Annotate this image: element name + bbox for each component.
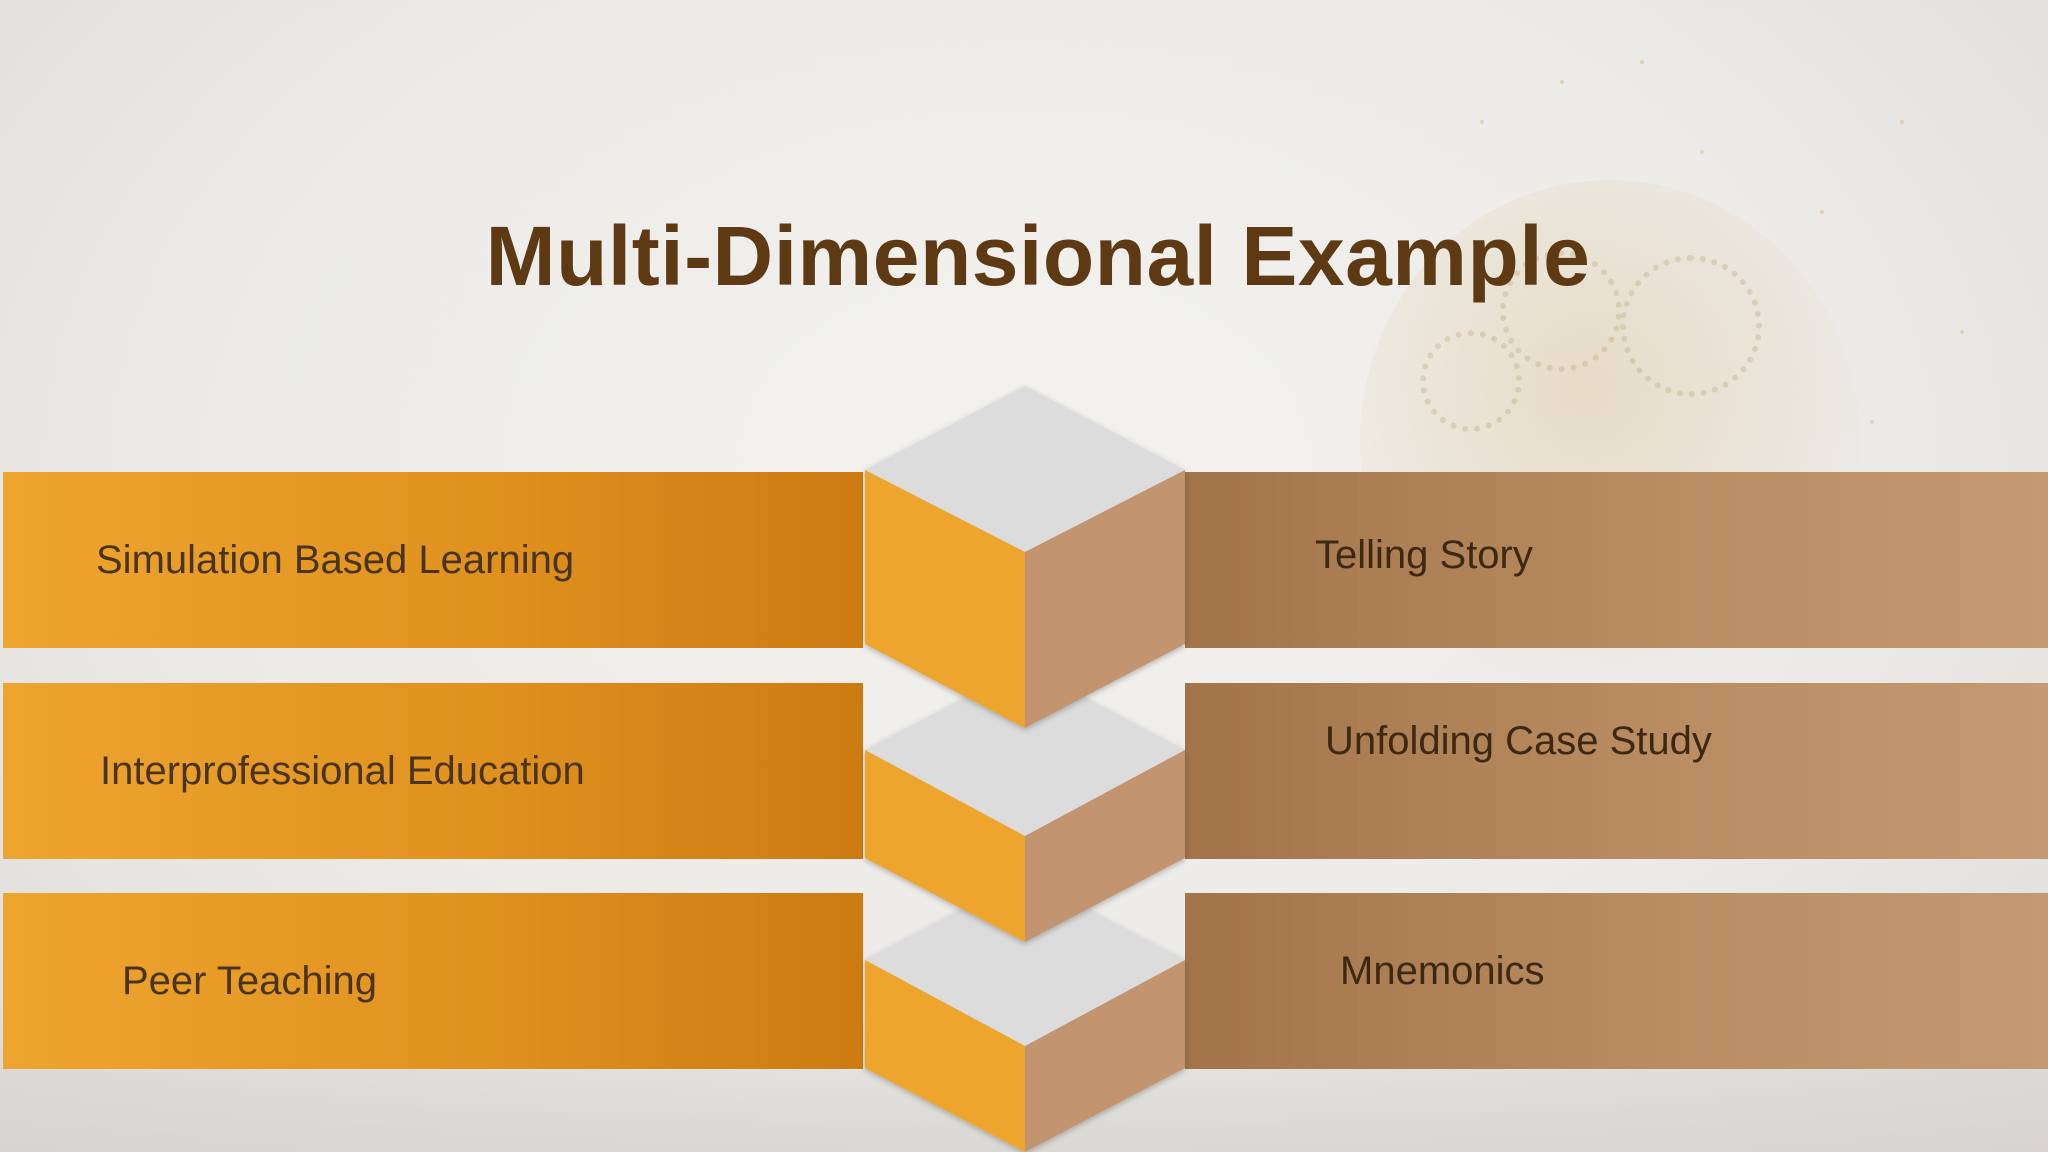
left-bar-interprofessional: Interprofessional Education: [3, 683, 863, 859]
left-bar-label: Interprofessional Education: [100, 748, 585, 793]
left-bar-label: Peer Teaching: [122, 958, 377, 1003]
right-bar-mnemonics: Mnemonics: [1185, 893, 2048, 1069]
cube-bottom: [865, 876, 1185, 1152]
slide-title: Multi-Dimensional Example: [485, 209, 1591, 303]
background-sparkle: [1640, 60, 1644, 64]
left-bar-peer-teaching: Peer Teaching: [3, 893, 863, 1069]
background-sparkle: [1900, 120, 1904, 124]
cube-top-right-face: [1025, 470, 1185, 728]
background-gear-icon: [1620, 255, 1762, 397]
cube-top-top-face: [865, 386, 1185, 552]
cube-bottom-top-face: [865, 876, 1185, 1046]
background-sparkle: [1870, 420, 1874, 424]
background-sparkle: [1960, 330, 1964, 334]
cube-bottom-left-face: [865, 960, 1025, 1152]
background-sparkle: [1480, 120, 1484, 124]
left-bar-label: Simulation Based Learning: [96, 537, 575, 582]
cube-bottom-right-face: [1025, 960, 1185, 1152]
background-sparkle: [1700, 150, 1704, 154]
right-bar-telling-story: Telling Story: [1185, 472, 2048, 648]
cube-middle: [865, 666, 1185, 942]
cube-top-left-face: [865, 470, 1025, 728]
right-bar-label: Mnemonics: [1340, 948, 1545, 993]
background-gear-icon: [1500, 250, 1622, 372]
cube-middle-left-face: [865, 750, 1025, 942]
background-sparkle: [1820, 210, 1824, 214]
cube-top: [865, 386, 1185, 728]
background-gear-icon: [1420, 330, 1522, 432]
background-sparkle: [1560, 80, 1564, 84]
left-bar-simulation: Simulation Based Learning: [3, 472, 863, 648]
right-bar-label: Unfolding Case Study: [1325, 718, 1712, 763]
right-bar-label: Telling Story: [1315, 532, 1533, 577]
cube-middle-right-face: [1025, 750, 1185, 942]
cube-middle-top-face: [865, 666, 1185, 836]
right-bar-unfolding-case: Unfolding Case Study: [1185, 683, 2048, 859]
